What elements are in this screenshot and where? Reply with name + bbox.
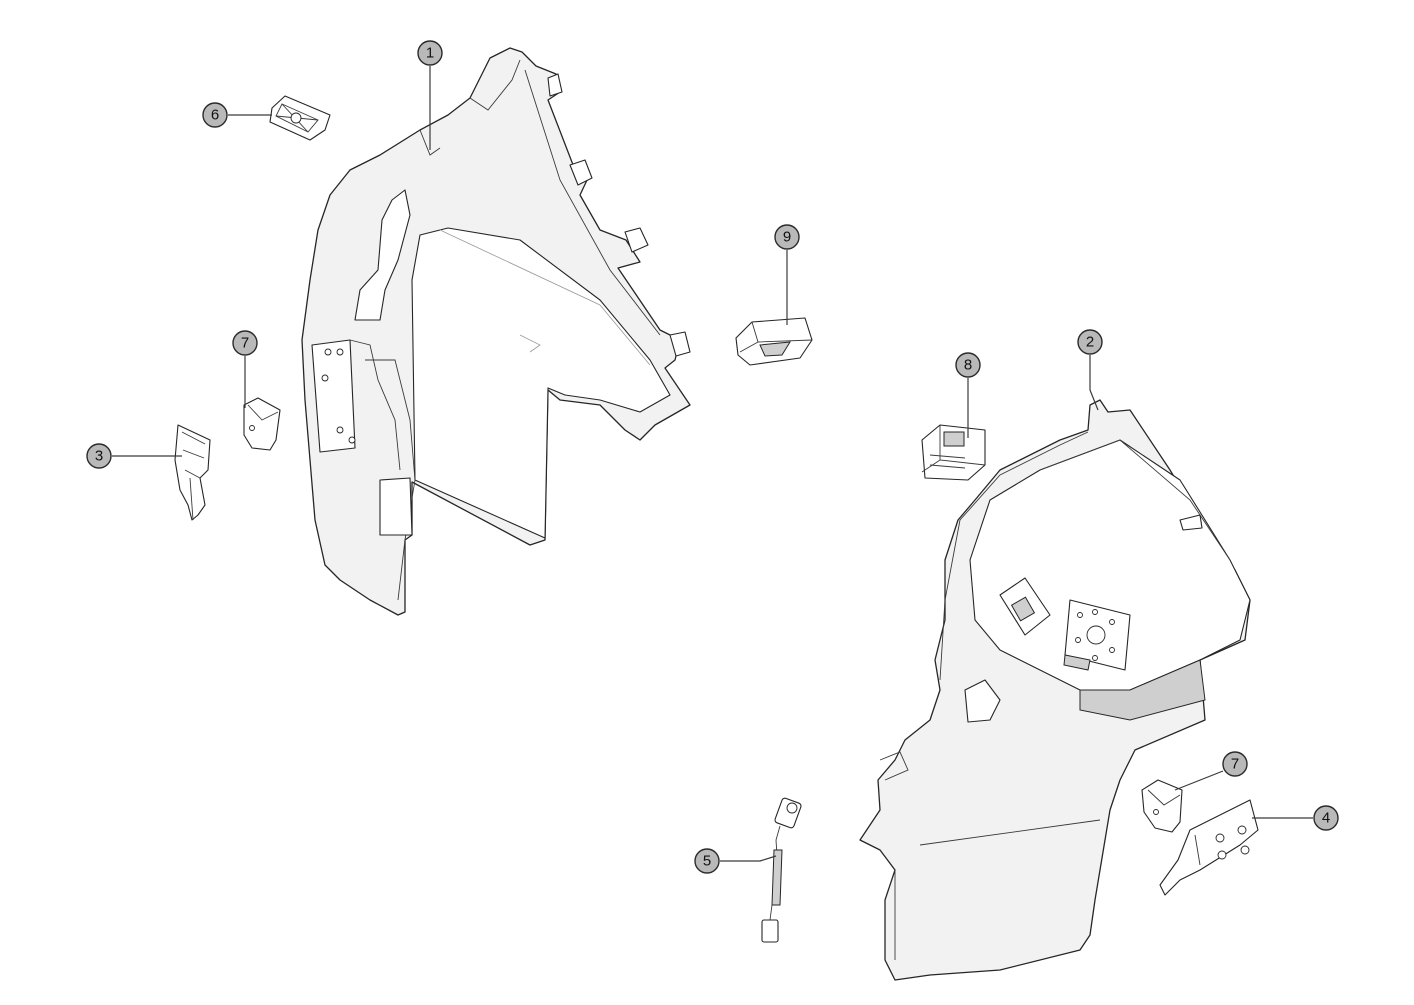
svg-text:7: 7 [241, 335, 249, 352]
svg-text:9: 9 [783, 229, 791, 246]
part-9-connector-block[interactable] [735, 317, 813, 366]
svg-text:6: 6 [211, 107, 219, 124]
callout-1: 1 [417, 40, 443, 66]
svg-text:8: 8 [964, 357, 972, 374]
leader-2 [1089, 355, 1099, 411]
svg-text:1: 1 [426, 45, 434, 62]
part-2-right-trim-panel[interactable] [859, 399, 1251, 981]
svg-text:5: 5 [703, 853, 711, 870]
svg-text:7: 7 [1231, 756, 1239, 773]
svg-text:2: 2 [1086, 334, 1094, 351]
leader-7b [1174, 770, 1224, 791]
callout-8: 8 [955, 352, 981, 378]
part-3-bracket[interactable] [174, 424, 211, 521]
part-4-bracket[interactable] [1159, 799, 1259, 896]
callout-6: 6 [202, 102, 228, 128]
callout-7b: 7 [1222, 751, 1248, 777]
part-5-wiring-harness[interactable] [761, 797, 802, 943]
part-6-clip[interactable] [269, 95, 331, 141]
part-8-connector-block[interactable] [921, 424, 986, 481]
callout-2: 2 [1077, 329, 1103, 355]
svg-text:4: 4 [1322, 810, 1330, 827]
part-1-left-trim-panel[interactable] [301, 47, 691, 616]
callout-5: 5 [694, 848, 720, 874]
svg-text:3: 3 [95, 448, 103, 465]
callout-4: 4 [1313, 805, 1339, 831]
callout-9: 9 [774, 224, 800, 250]
part-7-hook-left[interactable] [243, 397, 281, 451]
leader-5 [720, 855, 777, 862]
part-7-hook-right[interactable] [1141, 779, 1183, 833]
callout-7a: 7 [232, 330, 258, 356]
callout-3: 3 [86, 443, 112, 469]
